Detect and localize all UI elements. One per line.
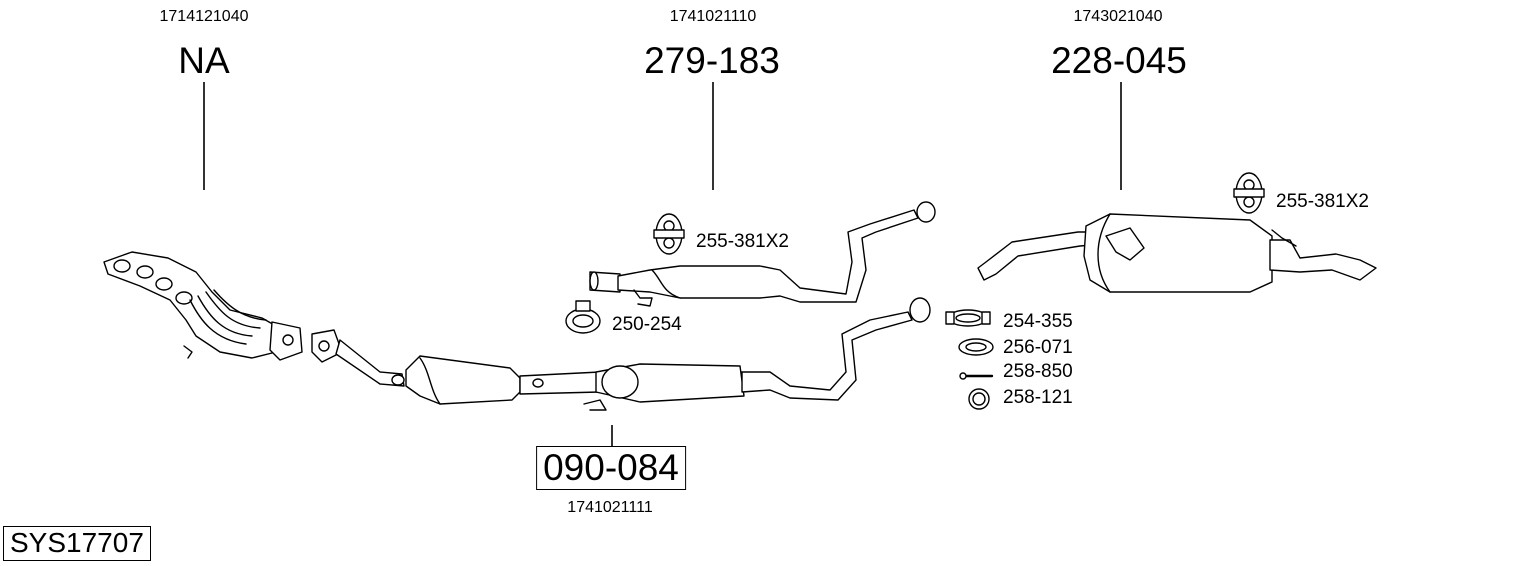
part-number-rear[interactable]: 228-045	[1051, 40, 1187, 81]
exhaust-manifold-drawing	[103, 251, 303, 361]
oem-number-manifold: 1714121040	[159, 8, 249, 25]
hanger-icon-center	[653, 213, 685, 255]
oem-number-front: 1741021111	[567, 499, 653, 516]
label-gasket-ring[interactable]: 256-071	[1003, 337, 1073, 358]
label-bolt[interactable]: 258-850	[1003, 361, 1073, 382]
bolt-icon	[959, 372, 994, 380]
label-o-ring[interactable]: 258-121	[1003, 387, 1073, 408]
system-code: SYS17707	[3, 526, 151, 561]
part-number-manifold[interactable]: NA	[178, 40, 230, 81]
label-clamp-rear[interactable]: 254-355	[1003, 311, 1073, 332]
hanger-icon-rear	[1233, 172, 1265, 214]
label-clamp-center[interactable]: 250-254	[612, 314, 682, 335]
label-hanger-rear[interactable]: 255-381X2	[1276, 191, 1369, 212]
center-pipe-drawing	[589, 201, 936, 307]
part-number-front[interactable]: 090-084	[536, 446, 686, 490]
clamp-icon-rear	[945, 309, 991, 327]
front-pipe-drawing	[311, 297, 931, 411]
oem-number-center: 1741021110	[669, 8, 757, 25]
oem-number-rear: 1743021040	[1073, 8, 1163, 25]
clamp-icon-center	[565, 300, 601, 334]
part-number-center[interactable]: 279-183	[644, 40, 780, 81]
gasket-ring-icon	[958, 338, 994, 356]
o-ring-icon	[968, 388, 990, 410]
rear-muffler-drawing	[977, 213, 1377, 293]
label-hanger-center[interactable]: 255-381X2	[696, 231, 789, 252]
